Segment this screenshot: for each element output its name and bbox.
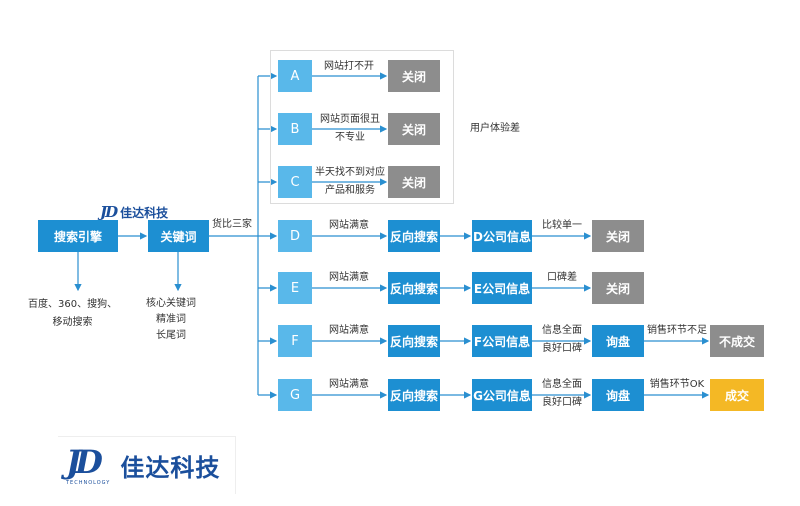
branch-g-eval: 信息全面 良好口碑	[542, 379, 582, 408]
branch-d-info: D公司信息	[472, 220, 532, 252]
branch-d-eval: 比较单一	[542, 220, 582, 231]
keywords-note: 核心关键词 精准词 长尾词	[146, 298, 196, 341]
branch-b-reason: 网站页面很丑 不专业	[320, 114, 380, 143]
branch-e-end: 关闭	[592, 272, 644, 304]
branch-d-reason: 网站满意	[329, 220, 369, 231]
branch-a-reason: 网站打不开	[324, 61, 374, 72]
search-engines-note: 百度、360、搜狗、 移动搜索	[28, 299, 118, 328]
branch-f-end: 不成交	[710, 325, 764, 357]
branch-e-reason: 网站满意	[329, 272, 369, 283]
brand-mark: JD	[100, 203, 118, 221]
branch-a-end: 关闭	[388, 60, 440, 92]
brand-mark-large: JD	[66, 442, 103, 481]
branch-d-end: 关闭	[592, 220, 644, 252]
branch-g-inquiry: 询盘	[592, 379, 644, 411]
branch-e-eval: 口碑差	[547, 272, 577, 283]
branch-d-search: 反向搜索	[388, 220, 440, 252]
branch-f-letter: F	[278, 325, 312, 357]
branch-e-search: 反向搜索	[388, 272, 440, 304]
branch-e-letter: E	[278, 272, 312, 304]
branch-c-reason: 半天找不到对应 产品和服务	[315, 167, 385, 196]
branch-c-end: 关闭	[388, 166, 440, 198]
brand-logo-small: JD 佳达科技	[100, 203, 168, 221]
branch-g-letter: G	[278, 379, 312, 411]
brand-logo-large: JD TECHNOLOGY 佳达科技	[58, 436, 236, 494]
branch-f-inquiry: 询盘	[592, 325, 644, 357]
ux-group-note: 用户体验差	[470, 123, 520, 134]
keyword-box: 关键词	[148, 220, 209, 252]
branch-g-info: G公司信息	[472, 379, 532, 411]
branch-b-letter: B	[278, 113, 312, 145]
branch-f-eval: 信息全面 良好口碑	[542, 325, 582, 354]
branch-d-letter: D	[278, 220, 312, 252]
branch-g-reason: 网站满意	[329, 379, 369, 390]
brand-tagline: TECHNOLOGY	[66, 479, 111, 486]
branch-g-sales: 销售环节OK	[649, 379, 705, 390]
branch-e-info: E公司信息	[472, 272, 532, 304]
branch-f-sales: 销售环节不足	[647, 325, 707, 336]
brand-name: 佳达科技	[120, 205, 169, 220]
branch-c-letter: C	[278, 166, 312, 198]
branch-b-end: 关闭	[388, 113, 440, 145]
branch-f-reason: 网站满意	[329, 325, 369, 336]
branch-f-search: 反向搜索	[388, 325, 440, 357]
branch-g-search: 反向搜索	[388, 379, 440, 411]
branch-f-info: F公司信息	[472, 325, 532, 357]
branch-a-letter: A	[278, 60, 312, 92]
brand-name-large: 佳达科技	[120, 454, 221, 482]
branch-g-end: 成交	[710, 379, 764, 411]
ux-group-frame	[270, 50, 454, 204]
search-engine-box: 搜索引擎	[38, 220, 118, 252]
compare-label: 货比三家	[212, 219, 252, 230]
